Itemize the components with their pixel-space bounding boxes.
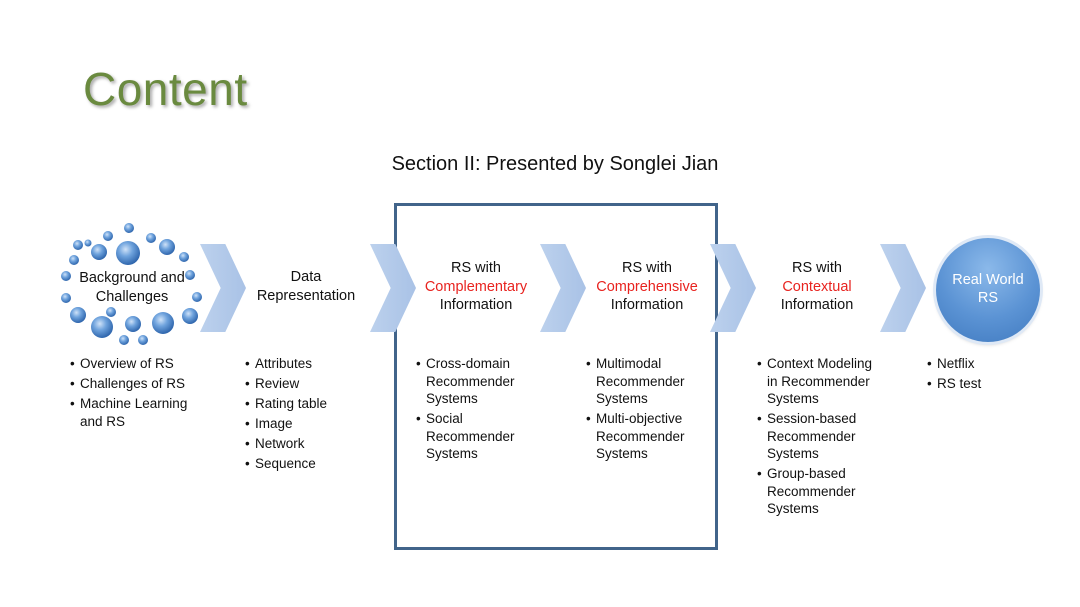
stage-3-label: RS with Complementary Information <box>406 259 546 315</box>
slide-title: Content <box>83 63 248 115</box>
list-item: Machine Learning and RS <box>70 395 190 430</box>
stage-4-label: RS with Comprehensive Information <box>577 259 717 315</box>
stage-6-label-line-2: RS <box>977 289 999 306</box>
list-item: Group-based Recommender Systems <box>757 465 877 518</box>
bubble-group <box>61 223 202 345</box>
stage-1-label: Background and Challenges <box>70 269 194 306</box>
stage-2-label: Data Representation <box>236 268 376 305</box>
stage-2-bullets: Attributes Review Rating table Image Net… <box>245 355 375 475</box>
list-item: Network <box>245 435 375 453</box>
stage-5-bullets: Context Modeling in Recommender Systems … <box>757 355 877 520</box>
stage-4-bullets: Multimodal Recommender Systems Multi-obj… <box>586 355 708 465</box>
list-item: Multi-objective Recommender Systems <box>586 410 708 463</box>
list-item: Cross-domain Recommender Systems <box>416 355 538 408</box>
stage-1-label-line-2: Challenges <box>95 288 169 305</box>
list-item: Multimodal Recommender Systems <box>586 355 708 408</box>
stage-3-label-line-3: Information <box>439 297 513 313</box>
stage-4-label-highlight: Comprehensive <box>596 278 698 295</box>
stage-5-label: RS with Contextual Information <box>747 259 887 315</box>
stage-2-label-line-2: Representation <box>256 287 356 304</box>
stage-1-label-line-1: Background and <box>79 270 185 286</box>
real-world-circle-icon <box>936 238 1040 342</box>
section-ii-highlight-box <box>394 203 718 550</box>
list-item: Netflix <box>927 355 1057 373</box>
stage-3-label-highlight: Complementary <box>424 278 528 295</box>
stage-6-label-line-1: Real World <box>952 272 1024 288</box>
stage-6-bullets: Netflix RS test <box>927 355 1057 395</box>
list-item: Sequence <box>245 455 375 473</box>
stage-3-bullets: Cross-domain Recommender Systems Social … <box>416 355 538 465</box>
stage-4-label-line-3: Information <box>610 297 684 313</box>
list-item: Session-based Recommender Systems <box>757 410 877 463</box>
stage-2-label-line-1: Data <box>290 269 322 285</box>
stage-5-label-line-3: Information <box>780 297 854 313</box>
stage-6-label: Real World RS <box>936 272 1040 307</box>
list-item: Review <box>245 375 375 393</box>
list-item: Image <box>245 415 375 433</box>
stage-5-label-highlight: Contextual <box>782 278 852 295</box>
list-item: Attributes <box>245 355 375 373</box>
list-item: Overview of RS <box>70 355 200 373</box>
list-item: Context Modeling in Recommender Systems <box>757 355 877 408</box>
stage-3-label-line-1: RS with <box>451 260 501 276</box>
stage-5-label-line-1: RS with <box>792 260 842 276</box>
stage-1-bullets: Overview of RS Challenges of RS Machine … <box>70 355 210 433</box>
section-subtitle: Section II: Presented by Songlei Jian <box>391 153 719 175</box>
stage-4-label-line-1: RS with <box>622 260 672 276</box>
list-item: Social Recommender Systems <box>416 410 538 463</box>
list-item: Challenges of RS <box>70 375 210 393</box>
list-item: RS test <box>927 375 1057 393</box>
list-item: Rating table <box>245 395 375 413</box>
